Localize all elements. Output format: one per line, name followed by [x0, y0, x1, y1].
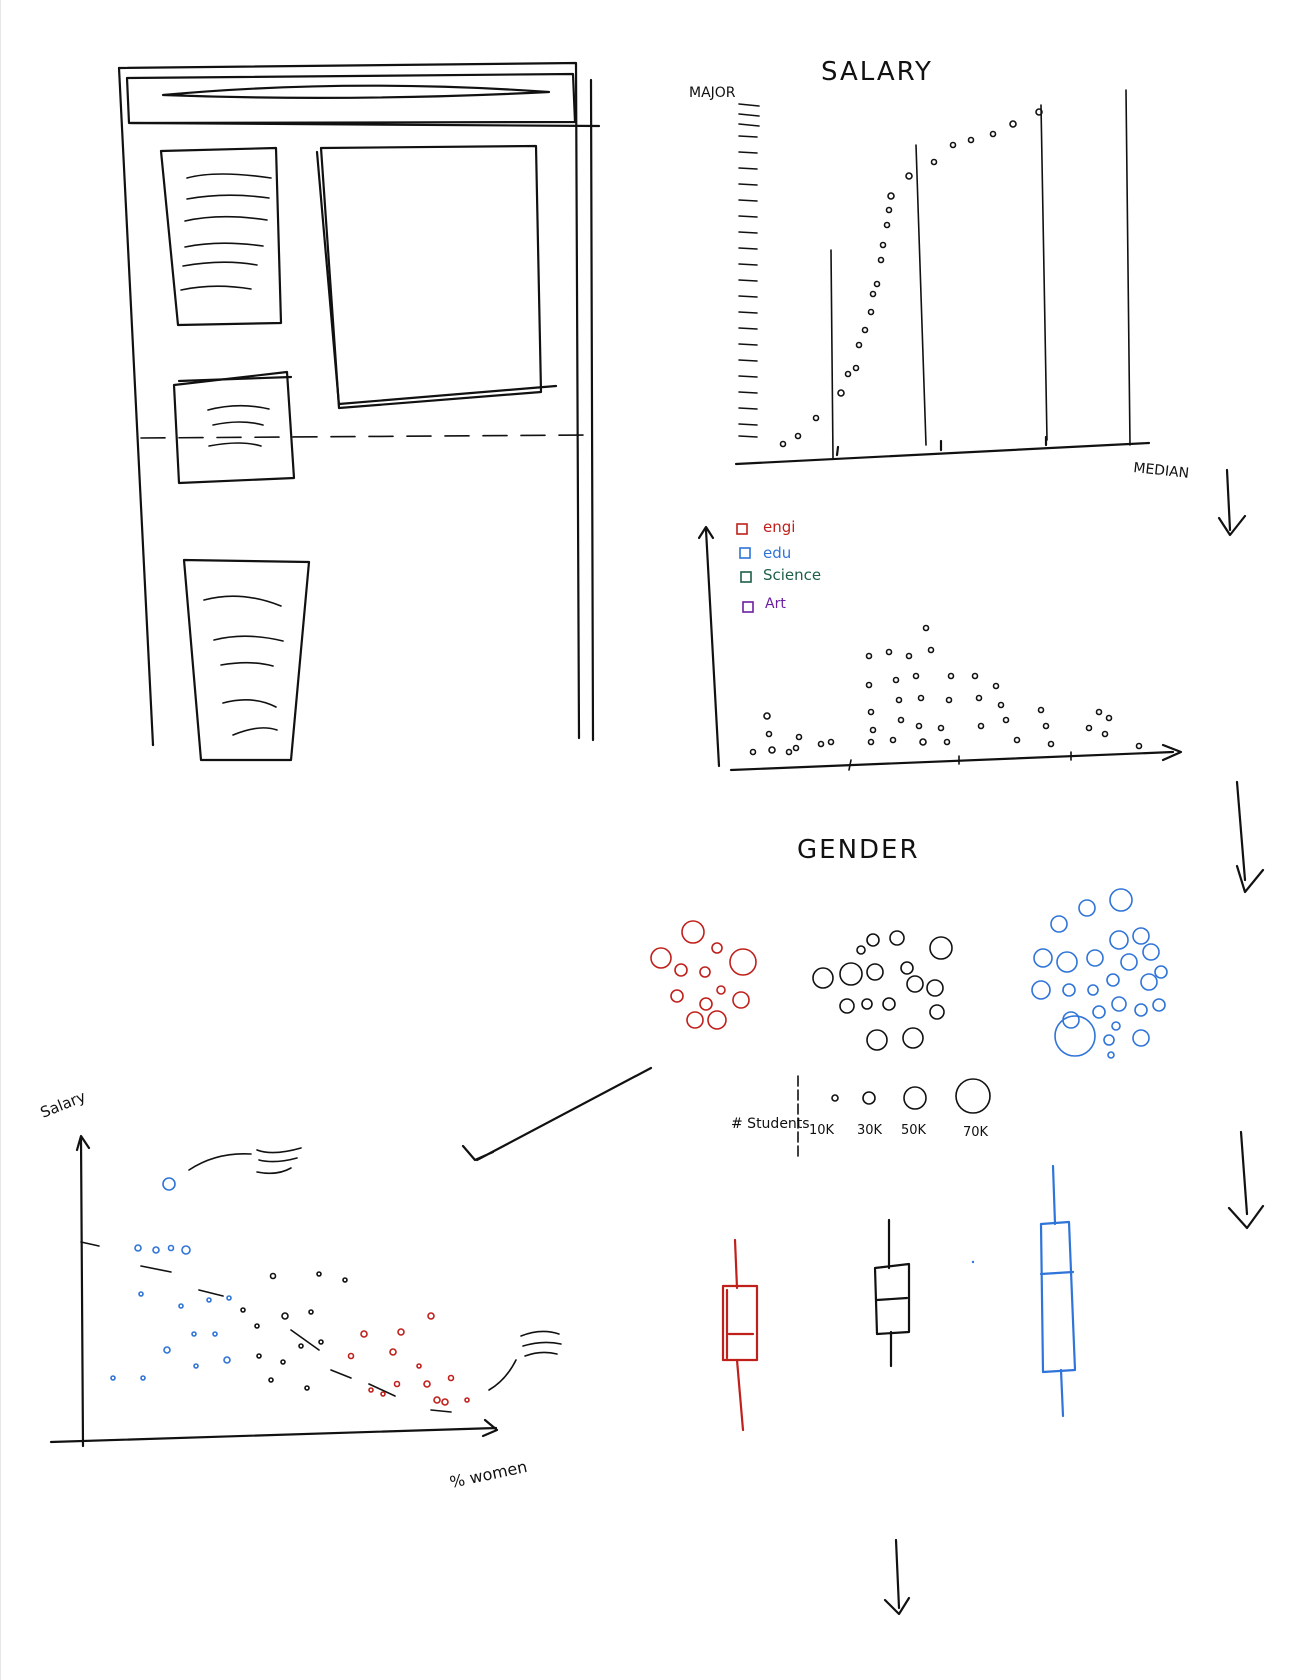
wireframe-text-card-1	[159, 146, 283, 327]
cluster-blue	[1031, 888, 1168, 1059]
size-legend-10k: 10K	[809, 1123, 835, 1138]
box-plot-blue	[1039, 1164, 1077, 1418]
salary-chart: SALARY MAJOR MEDIAN	[689, 57, 1247, 537]
scatter-dots-black	[240, 1271, 348, 1391]
size-legend-70k: 70K	[963, 1125, 989, 1140]
scatter-y-axis-label: Salary	[38, 1087, 89, 1121]
size-legend-50k: 50K	[901, 1123, 927, 1138]
salary-y-axis-label: MAJOR	[689, 85, 736, 101]
wireframe-text-card-2-selected	[172, 370, 296, 485]
box-plot-red	[721, 1238, 759, 1432]
distribution-dots	[749, 624, 1143, 756]
legend-art: Art	[765, 596, 786, 612]
box-plot-black	[873, 1218, 911, 1368]
legend-science: Science	[763, 566, 821, 584]
major-ticks	[738, 103, 760, 438]
scatter-dots-blue	[110, 1244, 232, 1381]
gender-box-plots	[721, 1164, 1077, 1616]
category-distribution-chart: engi edu Science Art	[697, 518, 1265, 894]
salary-women-scatter: Salary % women	[38, 1087, 562, 1492]
cluster-red	[650, 920, 757, 1030]
legend-engi: engi	[763, 518, 795, 536]
size-legend-label: # Students	[731, 1116, 810, 1132]
scatter-x-axis-label: % women	[448, 1457, 529, 1492]
gender-title: GENDER	[797, 835, 920, 865]
category-legend: engi edu Science Art	[736, 518, 821, 613]
student-size-legend: # Students 10K 30K 50K 70K	[731, 1075, 991, 1161]
wireframe-text-card-3	[182, 558, 311, 762]
size-legend-30k: 30K	[857, 1123, 883, 1138]
salary-title: SALARY	[821, 57, 933, 87]
salary-x-axis-label: MEDIAN	[1133, 460, 1190, 482]
salary-dots	[779, 108, 1043, 448]
legend-edu: edu	[763, 544, 791, 562]
cluster-black	[812, 930, 953, 1051]
page-wireframe	[117, 61, 601, 762]
wireframe-visualization-box	[315, 144, 558, 410]
salary-x-axis	[734, 441, 1151, 466]
gender-section: GENDER # Stude	[461, 835, 1265, 1230]
scatter-dots-red	[347, 1312, 470, 1406]
